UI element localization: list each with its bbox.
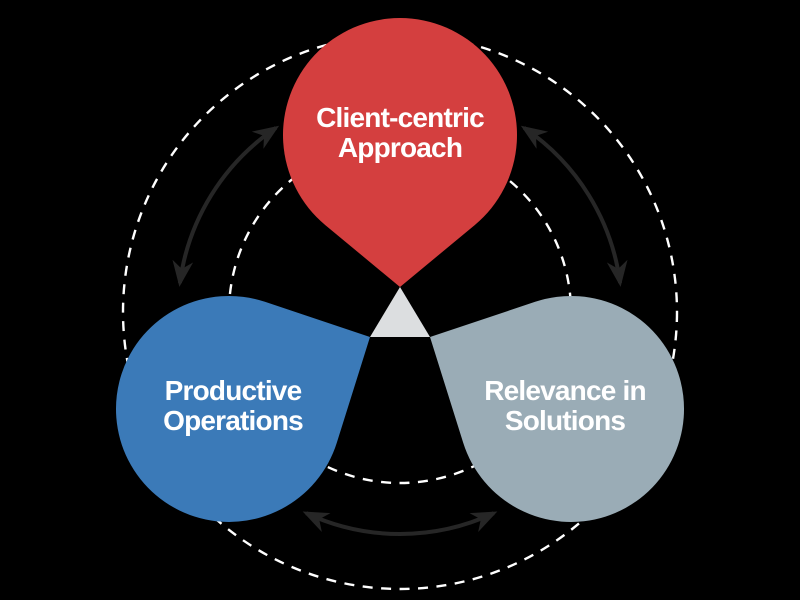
node-productive-operations — [115, 295, 370, 522]
label-line: Productive — [165, 375, 302, 406]
center-triangle — [370, 287, 430, 337]
label-line: Relevance in — [484, 375, 646, 406]
label-line: Approach — [338, 132, 462, 163]
label-client-centric-approach: Client-centric Approach — [316, 102, 485, 163]
label-productive-operations: Productive Operations — [163, 375, 304, 436]
label-relevance-in-solutions: Relevance in Solutions — [484, 375, 646, 436]
cycle-arrow-bottom-icon — [302, 511, 498, 536]
label-line: Solutions — [505, 405, 626, 436]
node-relevance-in-solutions — [430, 295, 685, 522]
label-line: Client-centric — [316, 102, 484, 133]
node-client-centric-approach — [283, 18, 517, 288]
label-line: Operations — [163, 405, 303, 436]
cycle-arrow-right-icon — [520, 125, 628, 287]
cycle-arrow-left-icon — [172, 125, 280, 287]
